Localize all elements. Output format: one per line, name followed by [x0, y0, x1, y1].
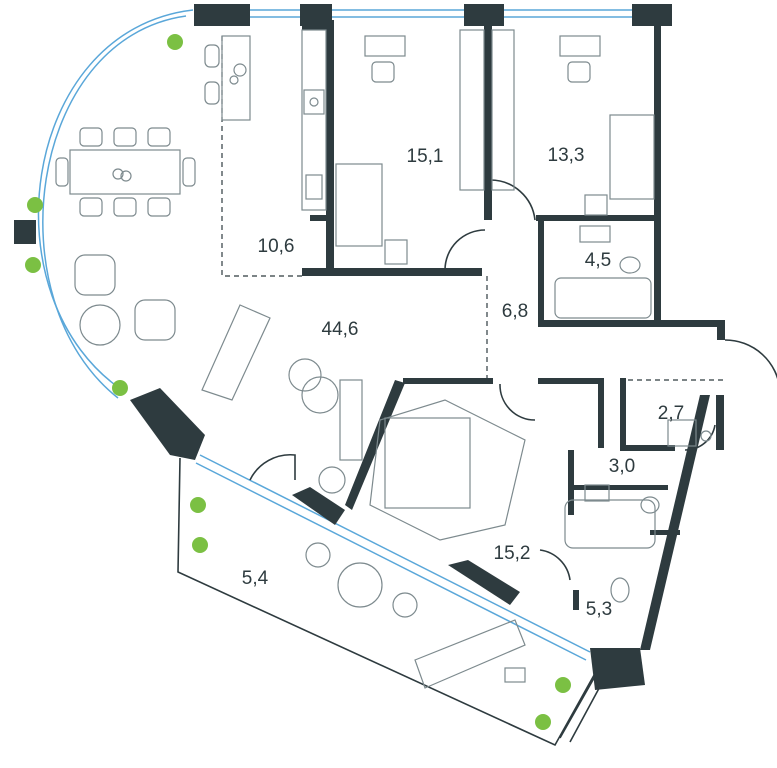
- area-label-terrace: 5,4: [242, 568, 269, 589]
- terrace-furniture: [305, 542, 526, 689]
- doors: [249, 179, 777, 581]
- walls: [14, 4, 725, 690]
- area-label-master-bedroom: 15,2: [494, 543, 531, 564]
- bedroom-furniture: [335, 29, 655, 541]
- area-label-entry: 2,7: [658, 403, 684, 424]
- area-label-wc: 3,0: [609, 456, 635, 477]
- living-furniture: [74, 254, 363, 494]
- area-label-bedroom-1: 15,1: [407, 146, 444, 167]
- kitchen-furniture: [204, 29, 327, 211]
- area-label-living: 44,6: [322, 319, 359, 340]
- terrace-outline: [177, 457, 599, 747]
- area-label-hall: 6,8: [502, 301, 528, 322]
- area-labels: 44,6 15,1 13,3 10,6 4,5 6,8 2,7 3,0 15,2…: [242, 145, 684, 620]
- dining-set: [55, 127, 196, 217]
- area-label-bedroom-2: 13,3: [548, 145, 585, 166]
- plant-icons: [25, 34, 571, 730]
- area-label-bathroom-2: 5,3: [586, 599, 612, 620]
- bathroom-fixtures: [554, 225, 712, 603]
- area-label-bathroom-1: 4,5: [585, 250, 611, 271]
- area-label-kitchen: 10,6: [258, 236, 295, 257]
